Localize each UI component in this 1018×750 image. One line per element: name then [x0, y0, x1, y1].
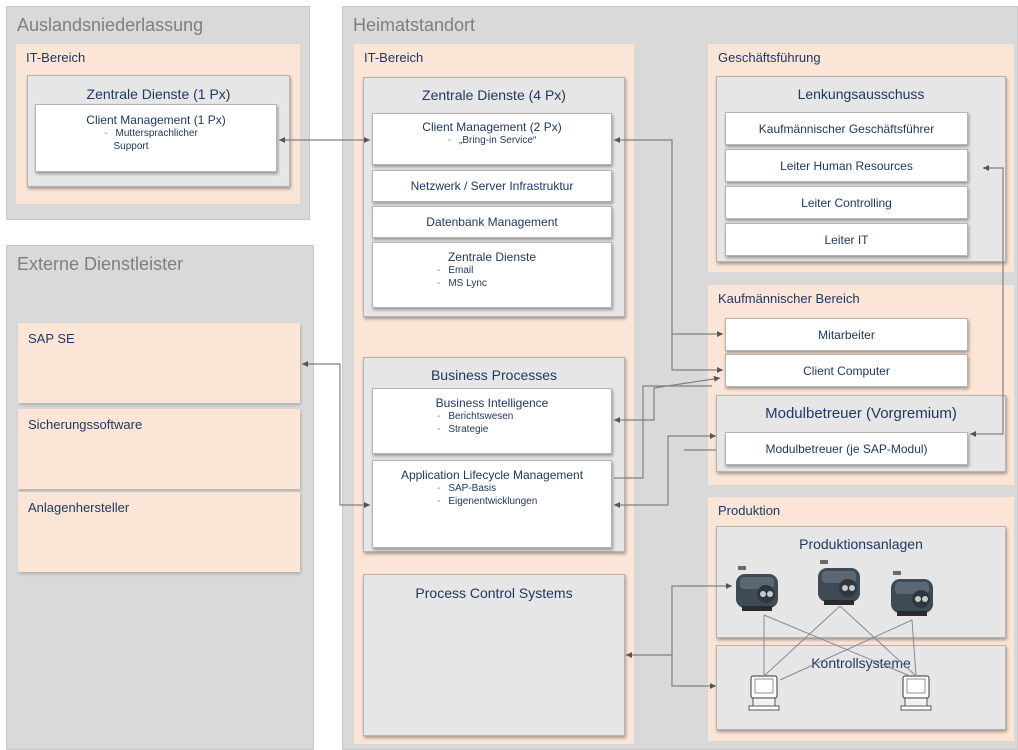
kb-title: Kaufmännischer Bereich [718, 291, 860, 306]
gf-title: Geschäftsführung [718, 50, 821, 65]
heimat-client-management: Client Management (2 Px) -„Bring-in Serv… [372, 113, 612, 165]
bi-item-2: Strategie [448, 424, 489, 435]
ausland-client-title: Client Management (1 Px) [86, 113, 226, 127]
lenkung-member-4: Leiter IT [725, 223, 968, 256]
zd-item-2: MS Lync [448, 278, 487, 289]
network-line [763, 614, 911, 677]
heimat-client-title: Client Management (2 Px) [422, 120, 562, 134]
zone-title-ausland: Auslandsniederlassung [17, 15, 204, 35]
ausland-zentrale-title: Zentrale Dienste (1 Px) [86, 86, 231, 102]
ext-label-anlagen: Anlagenhersteller [28, 500, 130, 515]
prod-title: Produktion [718, 503, 781, 518]
network-line [911, 619, 917, 677]
network-line [839, 605, 917, 677]
zd-title: Zentrale Dienste [447, 250, 537, 264]
zentrale-dienste-box: Zentrale Dienste -Email -MS Lync [372, 242, 612, 308]
heimat-zentrale-title: Zentrale Dienste (4 Px) [422, 87, 566, 103]
ausland-client-item-1: Muttersprachlicher [115, 128, 198, 139]
lenkung-title: Lenkungsausschuss [797, 86, 925, 102]
connector-client-mitarbeiter [614, 137, 723, 337]
modulbetreuer-sap-box: Modulbetreuer (je SAP-Modul) [725, 432, 968, 465]
business-intelligence-box: Business Intelligence -Berichtswesen -St… [372, 388, 612, 454]
alm-box: Application Lifecycle Management -SAP-Ba… [372, 460, 612, 548]
connector-alm-computer [614, 385, 712, 479]
connector-client-computer [671, 334, 723, 373]
datenbank-label: Datenbank Management [426, 215, 558, 229]
ext-sicherungssoftware: Sicherungssoftware [18, 409, 300, 489]
lenkung-member-3: Leiter Controlling [725, 186, 968, 219]
alm-item-1: SAP-Basis [448, 483, 497, 494]
process-control-systems: Process Control Systems [363, 574, 625, 736]
heimat-it-title: IT-Bereich [364, 50, 424, 65]
connector-pcs-kontroll [671, 655, 716, 689]
network-line [763, 605, 841, 677]
datenbank-box: Datenbank Management [372, 206, 612, 238]
heimat-client-item-1: „Bring-in Service“ [459, 135, 537, 146]
lenkung-member-1: Kaufmännischer Geschäftsführer [725, 112, 968, 145]
connector-modul-lenkung [970, 165, 1004, 437]
ext-sap-se: SAP SE [18, 323, 300, 403]
network-line [779, 619, 913, 681]
ext-label-sicherung: Sicherungssoftware [28, 417, 143, 432]
mitarbeiter-box: Mitarbeiter [725, 318, 968, 351]
alm-item-2: Eigenentwicklungen [448, 496, 538, 507]
bi-title: Business Intelligence [435, 396, 549, 410]
netzwerk-label: Netzwerk / Server Infrastruktur [410, 179, 574, 193]
kontroll-title: Kontrollsysteme [811, 655, 911, 671]
connector-pcs-produktion [626, 583, 732, 658]
netzwerk-server-box: Netzwerk / Server Infrastruktur [372, 170, 612, 202]
alm-title: Application Lifecycle Management [400, 468, 584, 482]
ext-label-sap: SAP SE [28, 331, 75, 346]
anlagen-title: Produktionsanlagen [799, 536, 923, 552]
client-computer-box: Client Computer [725, 354, 968, 387]
lenkung-member-2: Leiter Human Resources [725, 149, 968, 182]
connector-bi-computer [614, 375, 721, 423]
bp-title: Business Processes [430, 367, 558, 383]
ausland-client-management: Client Management (1 Px) -Muttersprachli… [35, 104, 277, 172]
pcs-title: Process Control Systems [415, 585, 573, 601]
connector-modul-alm [614, 433, 716, 508]
modul-title: Modulbetreuer (Vorgremium) [765, 405, 957, 422]
ausland-it-title: IT-Bereich [26, 50, 86, 65]
zd-item-1: Email [448, 265, 474, 276]
ausland-client-item-2: Support [113, 141, 149, 152]
bi-item-1: Berichtswesen [448, 411, 514, 422]
zone-title-extern: Externe Dienstleister [17, 254, 184, 274]
connector-sap-alm [302, 361, 370, 508]
zone-title-heimat: Heimatstandort [353, 15, 476, 35]
ext-anlagenhersteller: Anlagenhersteller [18, 492, 300, 572]
